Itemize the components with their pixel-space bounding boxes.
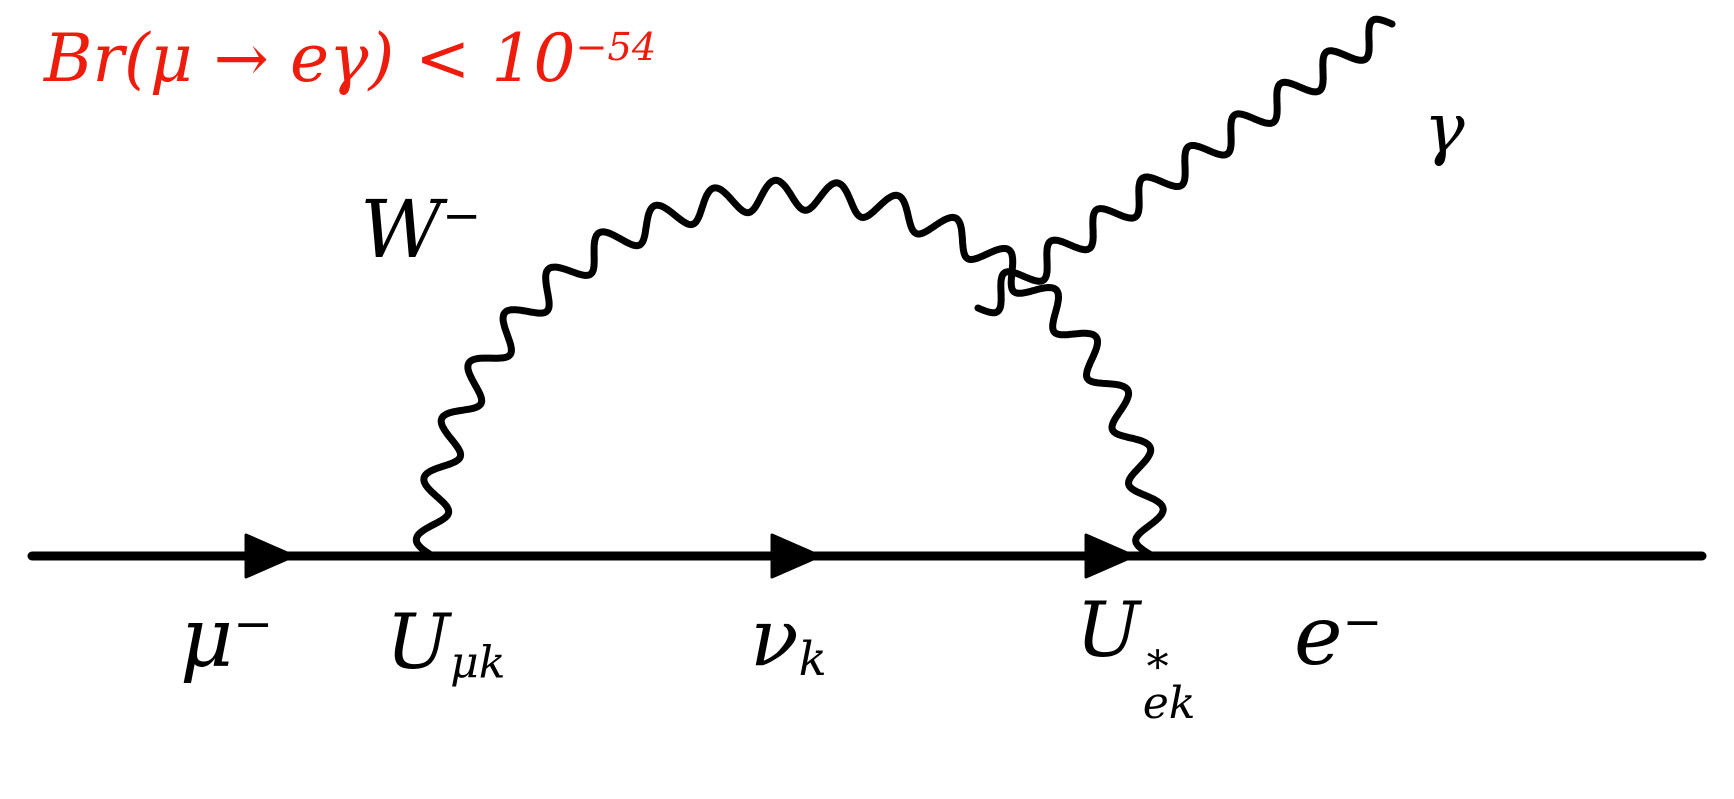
- muon-charge: −: [233, 596, 274, 652]
- neutrino-subscript: k: [798, 632, 827, 687]
- electron-label: e−: [1294, 596, 1382, 678]
- mixing-matrix-ek-label: U∗ek: [1076, 592, 1196, 727]
- photon-label: γ: [1424, 96, 1465, 164]
- neutrino-symbol: ν: [750, 591, 799, 684]
- mixing-matrix-muk-symbol: U: [386, 597, 451, 686]
- mixing-matrix-muk-subscript: μk: [450, 637, 506, 689]
- branching-ratio-annotation: Br(μ → eγ) < 10−54: [44, 26, 656, 92]
- fermion-arrow-neutrino: [770, 533, 822, 579]
- fermion-arrow-electron: [1084, 533, 1136, 579]
- electron-symbol: e: [1294, 589, 1343, 684]
- electron-charge: −: [1342, 594, 1383, 650]
- w-boson-symbol: W: [360, 183, 443, 276]
- w-boson-propagator: [412, 176, 1167, 559]
- mixing-matrix-ek-symbol: U: [1076, 585, 1141, 674]
- fermion-arrow-muon: [244, 533, 296, 579]
- w-boson-label: W−: [360, 190, 481, 270]
- muon-label: μ−: [180, 598, 273, 680]
- mixing-matrix-ek-conjugate: ∗: [1142, 632, 1173, 684]
- photon-symbol: γ: [1424, 90, 1465, 169]
- neutrino-label: νk: [750, 598, 827, 683]
- w-boson-charge: −: [442, 188, 482, 243]
- annotation-exponent: −54: [575, 24, 657, 70]
- mixing-matrix-ek-subscript: ek: [1142, 677, 1196, 729]
- annotation-text: Br(μ → eγ) < 10: [44, 20, 576, 97]
- muon-symbol: μ: [180, 591, 234, 686]
- photon-line: [974, 15, 1396, 317]
- mixing-matrix-muk-label: Uμk: [386, 604, 505, 686]
- mixing-matrix-ek-scripts: ∗ek: [1142, 632, 1196, 729]
